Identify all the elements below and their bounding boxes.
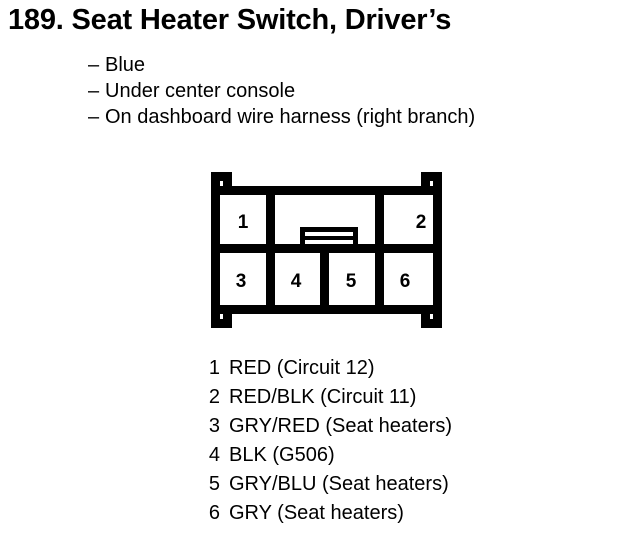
legend-pin-number: 4: [208, 444, 220, 466]
legend-pin-number: 2: [208, 386, 220, 408]
cell-divider-1: [266, 244, 275, 309]
connector-top-right-notch: [421, 186, 433, 195]
legend-pin-number: 6: [208, 502, 220, 524]
legend-row: 1 RED (Circuit 12): [204, 354, 604, 383]
legend-pin-description: BLK (G506): [229, 444, 335, 466]
pin-number-1: 1: [238, 212, 249, 233]
connector-bottom-left-foot: [211, 305, 220, 328]
note-text: Under center console: [105, 80, 296, 102]
note-item: – Blue: [88, 52, 608, 78]
pin-number-4: 4: [291, 271, 302, 292]
latch-slot-upper: [305, 232, 353, 236]
pin-number-6: 6: [400, 271, 411, 292]
cell-divider-top-left: [266, 186, 275, 248]
legend-row: 5 GRY/BLU (Seat heaters): [204, 470, 604, 499]
connector-svg: 1 2 3 4 5 6: [211, 172, 442, 328]
legend-pin-number: 1: [208, 357, 220, 379]
page-title: 189. Seat Heater Switch, Driver’s: [8, 4, 452, 36]
cell-divider-3: [375, 244, 384, 309]
latch-slot-lower: [305, 240, 353, 244]
pin-number-5: 5: [346, 271, 357, 292]
legend-pin-number: 3: [208, 415, 220, 437]
note-text: Blue: [105, 54, 146, 76]
legend-row: 3 GRY/RED (Seat heaters): [204, 412, 604, 441]
legend-pin-description: GRY (Seat heaters): [229, 502, 404, 524]
legend-row: 6 GRY (Seat heaters): [204, 499, 604, 528]
connector-bottom-left-foot-base: [211, 319, 232, 328]
note-dash-icon: –: [88, 54, 100, 76]
legend-pin-description: RED/BLK (Circuit 11): [229, 386, 417, 408]
legend-pin-description: GRY/BLU (Seat heaters): [229, 473, 449, 495]
legend-pin-description: GRY/RED (Seat heaters): [229, 415, 453, 437]
connector-bottom-rail: [220, 305, 433, 314]
legend-row: 4 BLK (G506): [204, 441, 604, 470]
cell-divider-top-right: [375, 186, 384, 248]
legend-pin-number: 5: [208, 473, 220, 495]
connector-latch-tab: [300, 227, 358, 248]
connector-bottom-right-foot: [433, 305, 442, 328]
notes-list: – Blue – Under center console – On dashb…: [88, 52, 608, 130]
pin-number-3: 3: [236, 271, 247, 292]
note-text: On dashboard wire harness (right branch): [105, 106, 476, 128]
connector-top-rail: [226, 186, 427, 195]
note-item: – Under center console: [88, 78, 608, 104]
legend-row: 2 RED/BLK (Circuit 11): [204, 383, 604, 412]
legend-pin-description: RED (Circuit 12): [229, 357, 375, 379]
cell-divider-2: [320, 244, 329, 309]
connector-diagram: 1 2 3 4 5 6: [196, 162, 472, 338]
note-item: – On dashboard wire harness (right branc…: [88, 104, 608, 130]
pin-legend: 1 RED (Circuit 12) 2 RED/BLK (Circuit 11…: [204, 354, 604, 528]
connector-bottom-right-foot-base: [421, 319, 442, 328]
note-dash-icon: –: [88, 80, 100, 102]
pin-number-2: 2: [416, 212, 427, 233]
note-dash-icon: –: [88, 106, 100, 128]
